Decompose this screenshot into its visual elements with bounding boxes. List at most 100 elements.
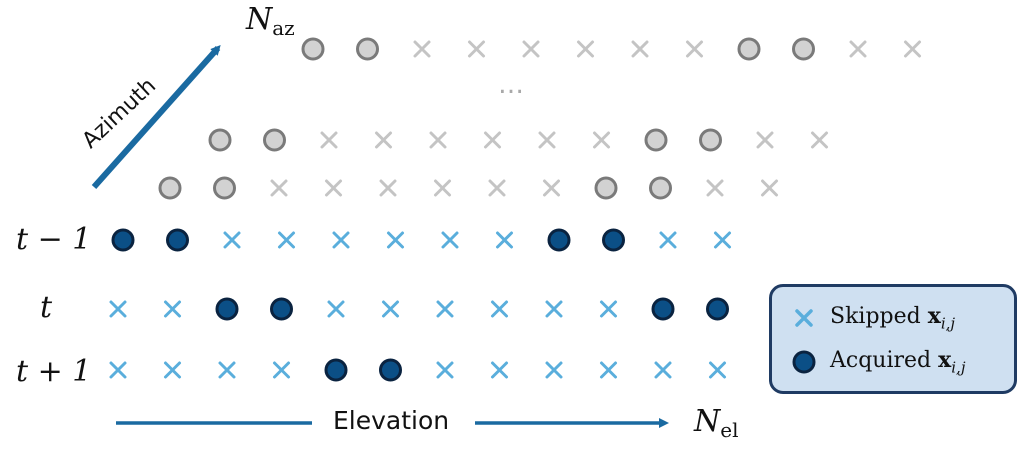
ghost-skipped-cross	[320, 131, 338, 149]
acquired-circle	[111, 228, 135, 252]
ghost-skipped-cross	[484, 131, 501, 149]
skipped-cross	[436, 300, 454, 318]
skipped-cross	[164, 300, 181, 318]
ghost-skipped-cross	[522, 40, 540, 58]
acquired-circle	[651, 297, 675, 321]
ghost-skipped-cross	[543, 179, 560, 197]
ghost-skipped-cross	[811, 131, 828, 149]
skipped-cross	[436, 361, 454, 379]
elevation-label: Elevation	[333, 406, 450, 435]
skipped-cross	[327, 300, 345, 318]
sample-row-frame-az-1	[158, 176, 778, 200]
acquired-circle	[324, 358, 348, 382]
ghost-acquired-circle	[301, 37, 325, 61]
sample-row-frame-az-3	[301, 37, 921, 61]
ghost-acquired-circle	[792, 37, 815, 61]
acquired-circle	[706, 297, 729, 321]
ghost-skipped-cross	[375, 131, 392, 149]
ghost-skipped-cross	[538, 131, 556, 149]
ghost-skipped-cross	[849, 40, 867, 58]
ghost-acquired-circle	[263, 128, 286, 152]
skipped-cross	[600, 361, 617, 379]
row-label-t-plus-1: t + 1	[16, 354, 92, 389]
azimuth-end-symbol: N	[246, 2, 273, 37]
azimuth-arrow	[91, 45, 221, 189]
skipped-cross	[387, 231, 404, 249]
skipped-cross	[496, 231, 513, 249]
ghost-skipped-cross	[577, 40, 594, 58]
ghost-skipped-cross	[379, 179, 397, 197]
ghost-skipped-cross	[468, 40, 485, 58]
skipped-cross	[714, 231, 731, 249]
ghost-skipped-cross	[488, 179, 506, 197]
ghost-acquired-circle	[213, 176, 236, 200]
skipped-cross	[109, 300, 127, 318]
skipped-cross	[659, 231, 677, 249]
skipped-cross	[709, 361, 726, 379]
ghost-acquired-circle	[649, 176, 672, 200]
azimuth-end-subscript: az	[272, 16, 295, 40]
ghost-skipped-cross	[706, 179, 724, 197]
skipped-cross	[278, 231, 295, 249]
acquired-circle	[379, 358, 402, 382]
elevation-end-subscript: el	[720, 418, 739, 442]
skipped-cross	[491, 300, 508, 318]
acquired-circle	[270, 297, 293, 321]
legend-skipped-word: Skipped	[830, 304, 921, 330]
acquired-circle	[166, 228, 189, 252]
legend-vector-subscript-2: i,j	[951, 358, 966, 377]
sample-row-frame-t-minus-1	[111, 228, 731, 252]
ghost-skipped-cross	[593, 131, 610, 149]
ghost-acquired-circle	[594, 176, 618, 200]
sample-row-frame-az-2	[208, 128, 828, 152]
skipped-cross	[109, 361, 127, 379]
ghost-skipped-cross	[434, 179, 451, 197]
legend-acquired-word: Acquired	[830, 348, 932, 374]
skipped-cross	[545, 361, 563, 379]
legend-item-acquired: Acquired xi,j	[788, 345, 965, 379]
row-label-t-minus-1: t − 1	[16, 222, 92, 257]
ghost-skipped-cross	[686, 40, 703, 58]
ghost-acquired-circle	[644, 128, 668, 152]
legend-skipped-text: Skipped xi,j	[830, 303, 955, 332]
skipped-cross	[273, 361, 290, 379]
ghost-skipped-cross	[429, 131, 447, 149]
acquired-circle	[602, 228, 625, 252]
skipped-cross	[441, 231, 459, 249]
ghost-skipped-cross	[761, 179, 778, 197]
acquired-circle	[547, 228, 571, 252]
sample-row-frame-t-plus-1	[109, 358, 726, 382]
sample-marks	[109, 37, 921, 382]
elevation-end-symbol: N	[694, 404, 721, 439]
ellipsis: …	[498, 70, 525, 100]
skipped-cross-icon	[788, 302, 820, 334]
skipped-cross	[332, 231, 350, 249]
ghost-skipped-cross	[270, 179, 288, 197]
skipped-cross	[654, 361, 672, 379]
legend-acquired-text: Acquired xi,j	[830, 347, 965, 376]
acquired-circle	[215, 297, 239, 321]
ghost-acquired-circle	[699, 128, 722, 152]
skipped-cross	[600, 300, 617, 318]
ghost-acquired-circle	[208, 128, 232, 152]
legend-vector-subscript: i,j	[940, 314, 956, 333]
ghost-acquired-circle	[158, 176, 182, 200]
ghost-skipped-cross	[413, 40, 431, 58]
skipped-cross	[218, 361, 236, 379]
ghost-acquired-circle	[356, 37, 379, 61]
skipped-cross	[164, 361, 181, 379]
skipped-cross	[382, 300, 399, 318]
ghost-skipped-cross	[325, 179, 342, 197]
legend-item-skipped: Skipped xi,j	[788, 301, 955, 335]
legend: Skipped xi,j Acquired xi,j	[769, 284, 1017, 394]
elevation-end-label: Nel	[694, 404, 738, 442]
acquired-circle-icon	[788, 346, 820, 378]
sample-row-frame-t	[109, 297, 729, 321]
skipped-cross	[223, 231, 241, 249]
skipped-cross	[491, 361, 508, 379]
legend-vector-symbol: x	[927, 303, 941, 330]
legend-vector-symbol-2: x	[938, 347, 952, 374]
ghost-skipped-cross	[631, 40, 649, 58]
ghost-skipped-cross	[756, 131, 774, 149]
